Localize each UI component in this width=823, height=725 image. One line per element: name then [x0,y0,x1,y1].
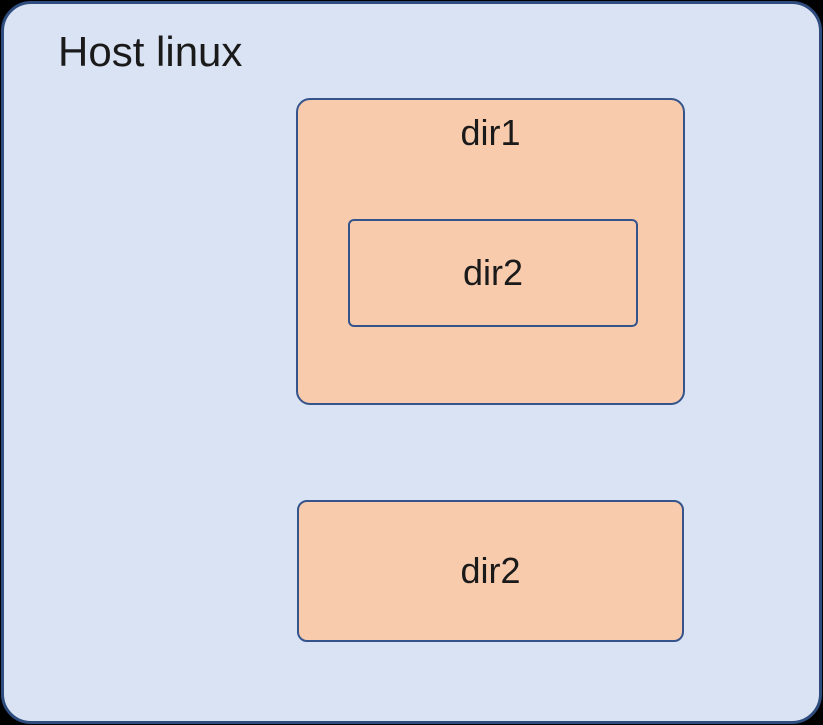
dir1-label: dir1 [460,112,521,153]
dir2-nested-box: dir2 [348,219,638,327]
dir2-standalone-box: dir2 [297,500,684,642]
dir2-standalone-label: dir2 [460,550,521,591]
host-linux-label: Host linux [58,28,243,75]
dir2-nested-label: dir2 [462,252,524,293]
